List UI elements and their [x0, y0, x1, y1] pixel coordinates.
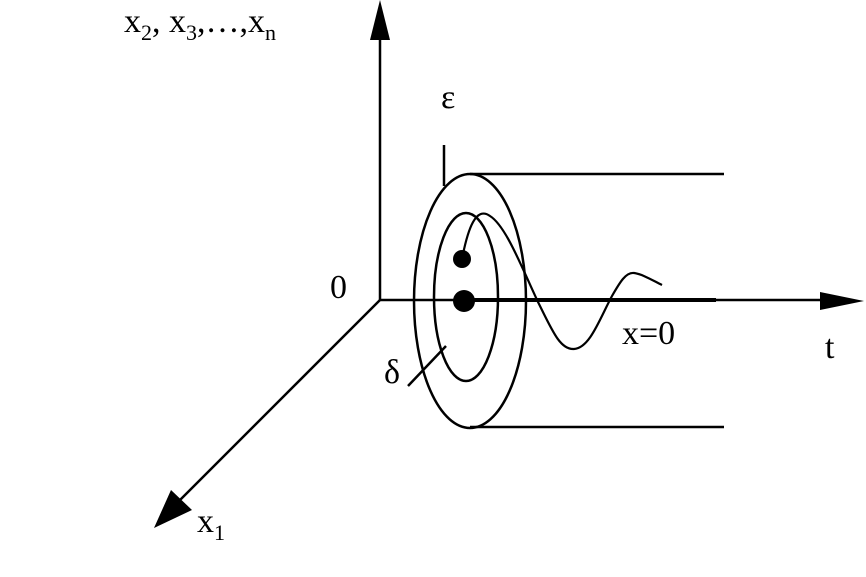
delta-label: δ: [384, 354, 400, 391]
origin-label: 0: [330, 269, 347, 306]
epsilon-label: ε: [441, 79, 455, 116]
zero-solution-point: [453, 290, 475, 312]
epsilon-ellipse: [412, 172, 528, 430]
zero-trajectory-label: x=0: [622, 315, 675, 352]
time-axis-label: t: [825, 329, 835, 366]
delta-ellipse: [432, 211, 500, 383]
time-axis-arrowhead: [820, 292, 864, 310]
depth-axis-label: x1: [197, 503, 225, 545]
perturbed-initial-point: [453, 250, 471, 268]
depth-axis-line: [179, 299, 381, 501]
vertical-axis-label: x2, x3,…,xn: [124, 3, 276, 45]
delta-marker-line: [407, 345, 447, 387]
perturbed-trajectory-curve: [460, 212, 663, 351]
vertical-axis-arrowhead: [370, 0, 390, 40]
depth-axis-arrowhead: [154, 490, 192, 528]
